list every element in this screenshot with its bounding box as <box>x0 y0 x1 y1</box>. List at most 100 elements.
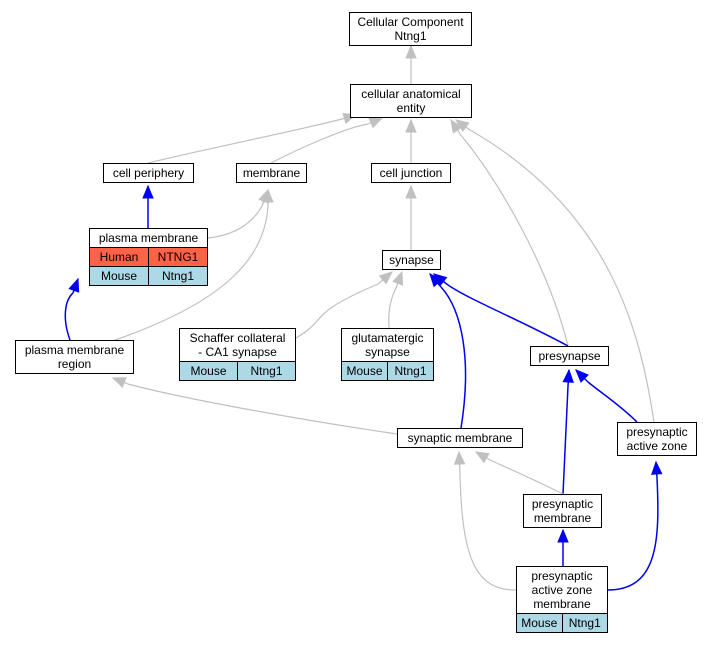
node-label-line: active zone <box>531 583 593 597</box>
edge-pre_az-to-cae <box>469 129 655 423</box>
ortholog-gene: Ntng1 <box>237 362 295 380</box>
ortholog-gene: Ntng1 <box>387 362 433 380</box>
node-label-line: presynapse <box>538 349 601 363</box>
edge-sm-to-pmr <box>127 383 398 435</box>
edge-sm-to-syn-tail <box>429 273 442 288</box>
ortholog-gene: Ntng1 <box>561 614 608 632</box>
node-label-line: membrane <box>533 511 592 525</box>
edge-pre_m-to-pre <box>562 385 569 495</box>
edge-pmr-to-mem <box>114 205 269 341</box>
ortholog-row-mouse: Mouse Ntng1 <box>342 361 433 380</box>
edge-pre_az-to-pre-tail <box>575 369 589 383</box>
node-label: cell junction <box>372 164 450 182</box>
node-label: membrane <box>237 164 306 182</box>
node-label-line: synapse <box>389 253 434 267</box>
ortholog-species: Human <box>99 250 139 264</box>
node-sm[interactable]: synaptic membrane <box>397 428 523 448</box>
node-label-line: cellular anatomical <box>361 87 461 101</box>
edge-mem-to-cae-tail <box>367 117 383 125</box>
edge-glu-to-syn <box>388 287 397 329</box>
node-label-line: membrane <box>533 597 591 611</box>
node-label-line: cell junction <box>379 166 443 180</box>
edge-pre-to-syn <box>447 284 569 347</box>
node-label-line: Schaffer collateral <box>189 331 286 345</box>
node-label-line: presynaptic <box>531 497 594 511</box>
node-label: presynapse <box>531 347 608 365</box>
ortholog-row-mouse: Mouse Ntng1 <box>90 266 207 285</box>
node-label-line: Ntng1 <box>394 29 427 43</box>
edge-mem-to-cae <box>270 123 369 164</box>
ortholog-row-human: Human NTNG1 <box>90 247 207 266</box>
edge-sch-to-syn <box>295 283 379 339</box>
node-label-line: region <box>57 357 92 371</box>
node-label-line: presynaptic <box>626 425 688 439</box>
ortholog-row-mouse: Mouse Ntng1 <box>180 361 295 380</box>
ortholog-species: Mouse <box>521 616 558 630</box>
edge-azm-to-pre_az-tail <box>655 461 658 479</box>
edge-azm-to-sm-tail <box>458 451 461 475</box>
node-label-line: Cellular Component <box>357 15 464 29</box>
node-label-line: synapse <box>365 345 410 359</box>
node-label: cell periphery <box>104 164 193 182</box>
edge-pre_m-to-pre-tail <box>567 369 570 387</box>
edge-azm-to-pre_az <box>607 477 659 591</box>
node-label: Schaffer collateral- CA1 synapse <box>180 329 295 361</box>
ortholog-gene: Ntng1 <box>148 267 207 285</box>
edge-pre_az-to-cae-tail <box>455 119 471 131</box>
node-label-line: plasma membrane <box>24 343 125 357</box>
edge-sch-to-syn-tail <box>377 271 393 285</box>
edge-cp-to-cae <box>147 118 343 164</box>
node-label-line: presynaptic <box>531 569 593 583</box>
edge-pmr-to-pm-tail <box>72 278 79 294</box>
node-label-line: entity <box>396 101 426 115</box>
node-label-line: membrane <box>242 166 301 180</box>
edge-pmr-to-pm <box>64 292 74 341</box>
node-label-line: cell periphery <box>112 166 185 180</box>
node-syn[interactable]: synapse <box>382 250 441 270</box>
node-cp[interactable]: cell periphery <box>103 163 194 183</box>
node-label-line: glutamatergic <box>351 331 424 345</box>
node-label-line: - CA1 synapse <box>198 345 277 359</box>
node-cj[interactable]: cell junction <box>371 163 451 183</box>
edge-pre-to-cae <box>459 133 569 347</box>
ortholog-gene: NTNG1 <box>148 248 207 266</box>
node-label-line: active zone <box>626 439 688 453</box>
node-label: synapse <box>383 251 440 269</box>
node-label-line: synaptic membrane <box>407 431 513 445</box>
edge-azm-to-sm <box>459 473 517 591</box>
edge-pre_m-to-sm-tail <box>475 451 491 461</box>
node-mem[interactable]: membrane <box>236 163 307 183</box>
edge-sm-to-syn <box>440 286 467 429</box>
node-label: plasma membrane <box>90 229 207 247</box>
ortholog-species: Mouse <box>346 364 383 378</box>
node-label-line: plasma membrane <box>98 231 199 245</box>
edge-glu-to-syn-tail <box>395 271 403 289</box>
ortholog-species: Mouse <box>100 269 138 283</box>
node-pre[interactable]: presynapse <box>530 346 609 366</box>
node-label: synaptic membrane <box>398 429 522 447</box>
edge-pre_m-to-sm <box>489 459 564 495</box>
ortholog-species: Mouse <box>190 364 227 378</box>
edge-pre_az-to-pre <box>587 381 638 423</box>
edge-pre-to-cae-tail <box>450 119 461 135</box>
edge-pm-to-mem <box>207 205 263 239</box>
edge-sm-to-pmr-tail <box>112 377 129 385</box>
